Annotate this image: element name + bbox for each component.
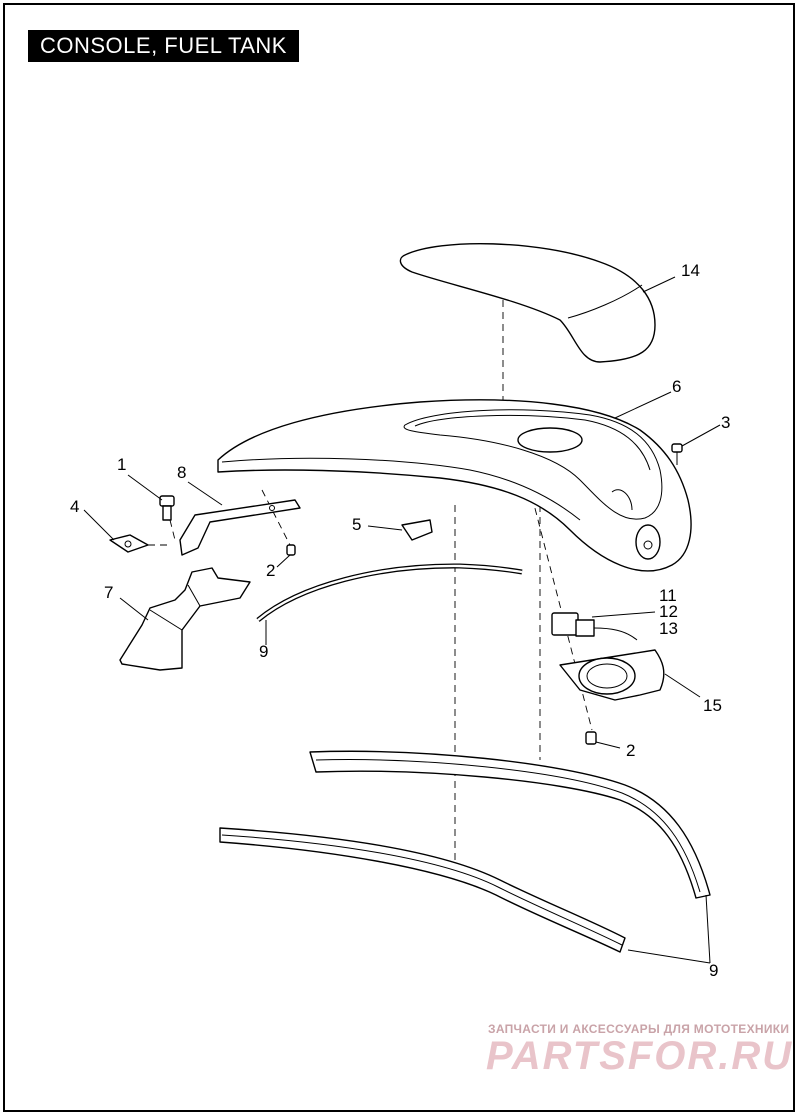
leader-lines [83,276,721,964]
callout-8: 8 [177,463,186,482]
part-7-bracket-assembly [119,567,251,671]
part-14-console-pad [399,243,656,363]
part-4-clip-nut [109,534,149,553]
callout-9-trim: 9 [709,961,718,980]
watermark-logo: PARTSFOR.RU [486,1034,794,1078]
part-11-13-connector [551,612,638,641]
part-5-clip [401,519,433,541]
part-1-bolt [159,495,175,521]
callout-13: 13 [659,619,678,638]
callout-12: 12 [659,602,678,621]
callout-4: 4 [70,497,79,516]
callout-1: 1 [117,455,126,474]
callout-9-hose: 9 [259,642,268,661]
part-6-console [217,399,692,572]
watermark-tagline: ЗАПЧАСТИ И АКСЕССУАРЫ ДЛЯ МОТОТЕХНИКИ [488,1022,790,1036]
callout-labels: 1 8 4 3 6 14 5 2 7 9 11 12 13 15 2 9 [70,261,730,980]
callout-14: 14 [681,261,700,280]
diagram-frame [3,3,795,1112]
part-8-bracket [179,499,301,556]
callout-5: 5 [352,515,361,534]
part-9-trim-strip-upper [309,750,711,899]
diagram-title: CONSOLE, FUEL TANK [28,30,299,62]
part-2-screw-left [286,544,296,556]
part-3-screw [671,443,683,465]
callout-3: 3 [721,413,730,432]
callout-2-left: 2 [266,561,275,580]
callout-11: 11 [659,586,677,605]
callout-15: 15 [703,696,722,715]
callout-7: 7 [104,583,113,602]
callout-6: 6 [672,377,681,396]
part-15-gauge-mount [559,649,665,701]
part-9-vent-hose [256,563,523,622]
part-9-trim-strip-lower [219,827,626,953]
callout-2-right: 2 [626,741,635,760]
part-2-screw-right [585,731,597,745]
